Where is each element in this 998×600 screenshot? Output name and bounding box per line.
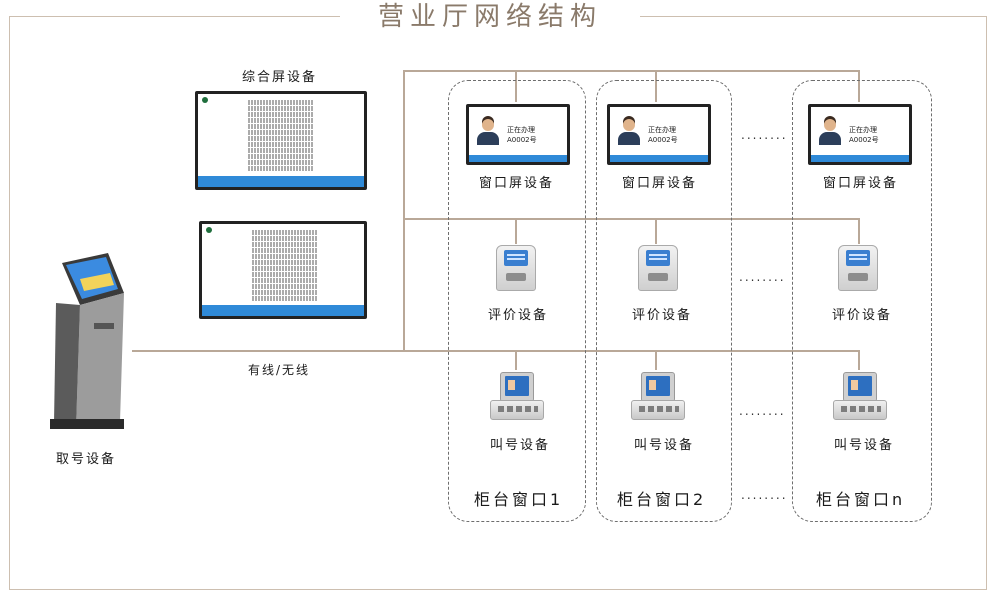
screen-ticker-bar	[811, 155, 909, 162]
calling-label-n: 叫号设备	[834, 438, 895, 453]
window-screen-n: 正在办理 A0002号	[808, 104, 912, 165]
calling-label-2: 叫号设备	[634, 438, 695, 453]
screen-ticker-bar	[610, 155, 708, 162]
evaluation-label-2: 评价设备	[632, 308, 693, 323]
calling-device-icon	[490, 372, 544, 424]
evaluation-device-icon	[638, 245, 678, 295]
evaluation-label-1: 评价设备	[488, 308, 549, 323]
wire-main-horizontal	[132, 350, 860, 352]
clerk-avatar-icon	[477, 117, 499, 147]
clerk-avatar-icon	[618, 117, 640, 147]
evaluation-label-n: 评价设备	[832, 308, 893, 323]
bank-logo-icon	[202, 97, 210, 104]
ellipsis-row2: ........	[739, 270, 786, 284]
composite-screen-1	[195, 91, 367, 190]
wire-row2	[403, 218, 860, 220]
composite-screen-2	[199, 221, 367, 319]
window-screen-number: A0002号	[648, 136, 678, 144]
wire-drop-3-2	[655, 350, 657, 370]
counter-group-n	[792, 80, 932, 522]
wire-drop-1-1	[515, 70, 517, 102]
counter-name-1: 柜台窗口1	[474, 490, 564, 509]
window-screen-label-n: 窗口屏设备	[823, 176, 899, 191]
screen-ticker-bar	[469, 155, 567, 162]
window-screen-2: 正在办理 A0002号	[607, 104, 711, 165]
wire-drop-2-1	[515, 218, 517, 244]
counter-name-2: 柜台窗口2	[617, 490, 707, 509]
bank-logo-icon	[206, 227, 214, 234]
title-wrapper: 营业厅网络结构	[340, 0, 640, 34]
window-screen-label-1: 窗口屏设备	[479, 176, 555, 191]
window-screen-status: 正在办理	[849, 126, 877, 134]
ellipsis-row4: ........	[741, 488, 788, 502]
evaluation-device-icon	[838, 245, 878, 295]
evaluation-device-icon	[496, 245, 536, 295]
ticket-device-label: 取号设备	[56, 452, 117, 467]
wired-wireless-label: 有线/无线	[248, 363, 311, 377]
wire-drop-1-2	[655, 70, 657, 102]
diagram-title: 营业厅网络结构	[377, 2, 602, 32]
calling-label-1: 叫号设备	[490, 438, 551, 453]
calling-device-icon	[631, 372, 685, 424]
wire-drop-3-1	[515, 350, 517, 370]
ellipsis-row1: ........	[741, 128, 788, 142]
ticket-kiosk-icon	[50, 253, 124, 429]
screen-ticker-bar	[198, 176, 364, 187]
clerk-avatar-icon	[819, 117, 841, 147]
composite-screen-label: 综合屏设备	[242, 70, 318, 85]
window-screen-1: 正在办理 A0002号	[466, 104, 570, 165]
counter-group-2	[596, 80, 732, 522]
screen-ticker-bar	[202, 305, 364, 316]
counter-group-1	[448, 80, 586, 522]
window-screen-number: A0002号	[849, 136, 879, 144]
window-screen-status: 正在办理	[648, 126, 676, 134]
window-screen-number: A0002号	[507, 136, 537, 144]
wire-drop-2-n	[858, 218, 860, 244]
wire-row1	[403, 70, 860, 72]
wire-drop-1-n	[858, 70, 860, 102]
wire-main-vertical	[403, 70, 405, 352]
calling-device-icon	[833, 372, 887, 424]
counter-name-n: 柜台窗口n	[816, 490, 906, 509]
ellipsis-row3: ........	[739, 404, 786, 418]
wire-drop-2-2	[655, 218, 657, 244]
window-screen-label-2: 窗口屏设备	[622, 176, 698, 191]
window-screen-status: 正在办理	[507, 126, 535, 134]
wire-drop-3-n	[858, 350, 860, 370]
